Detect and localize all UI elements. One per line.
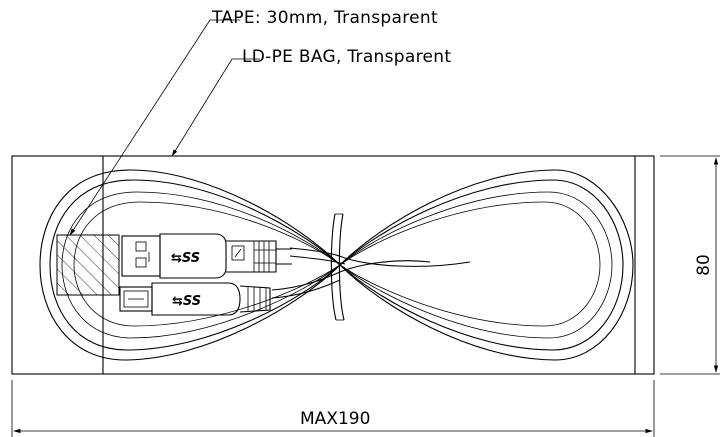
height-dimension-label: 80 (693, 254, 714, 276)
tape-leader (69, 19, 240, 236)
bag-leader (171, 58, 260, 157)
length-dimension (11, 380, 655, 437)
length-dimension-label: MAX190 (300, 409, 371, 429)
height-dimension (660, 155, 720, 375)
svg-text:⇆SS: ⇆SS (171, 251, 200, 266)
cable-coil (39, 169, 634, 361)
usb-b-connector: ⇆SS (119, 282, 271, 316)
svg-text:⇆SS: ⇆SS (172, 294, 201, 309)
cable-tie (330, 213, 345, 321)
bag-outline (11, 155, 655, 375)
bag-callout: LD-PE BAG, Transparent (242, 47, 452, 67)
usb-a-connector: ⇆SS (121, 233, 292, 279)
tape (56, 234, 120, 296)
tape-callout: TAPE: 30mm, Transparent (212, 8, 438, 28)
